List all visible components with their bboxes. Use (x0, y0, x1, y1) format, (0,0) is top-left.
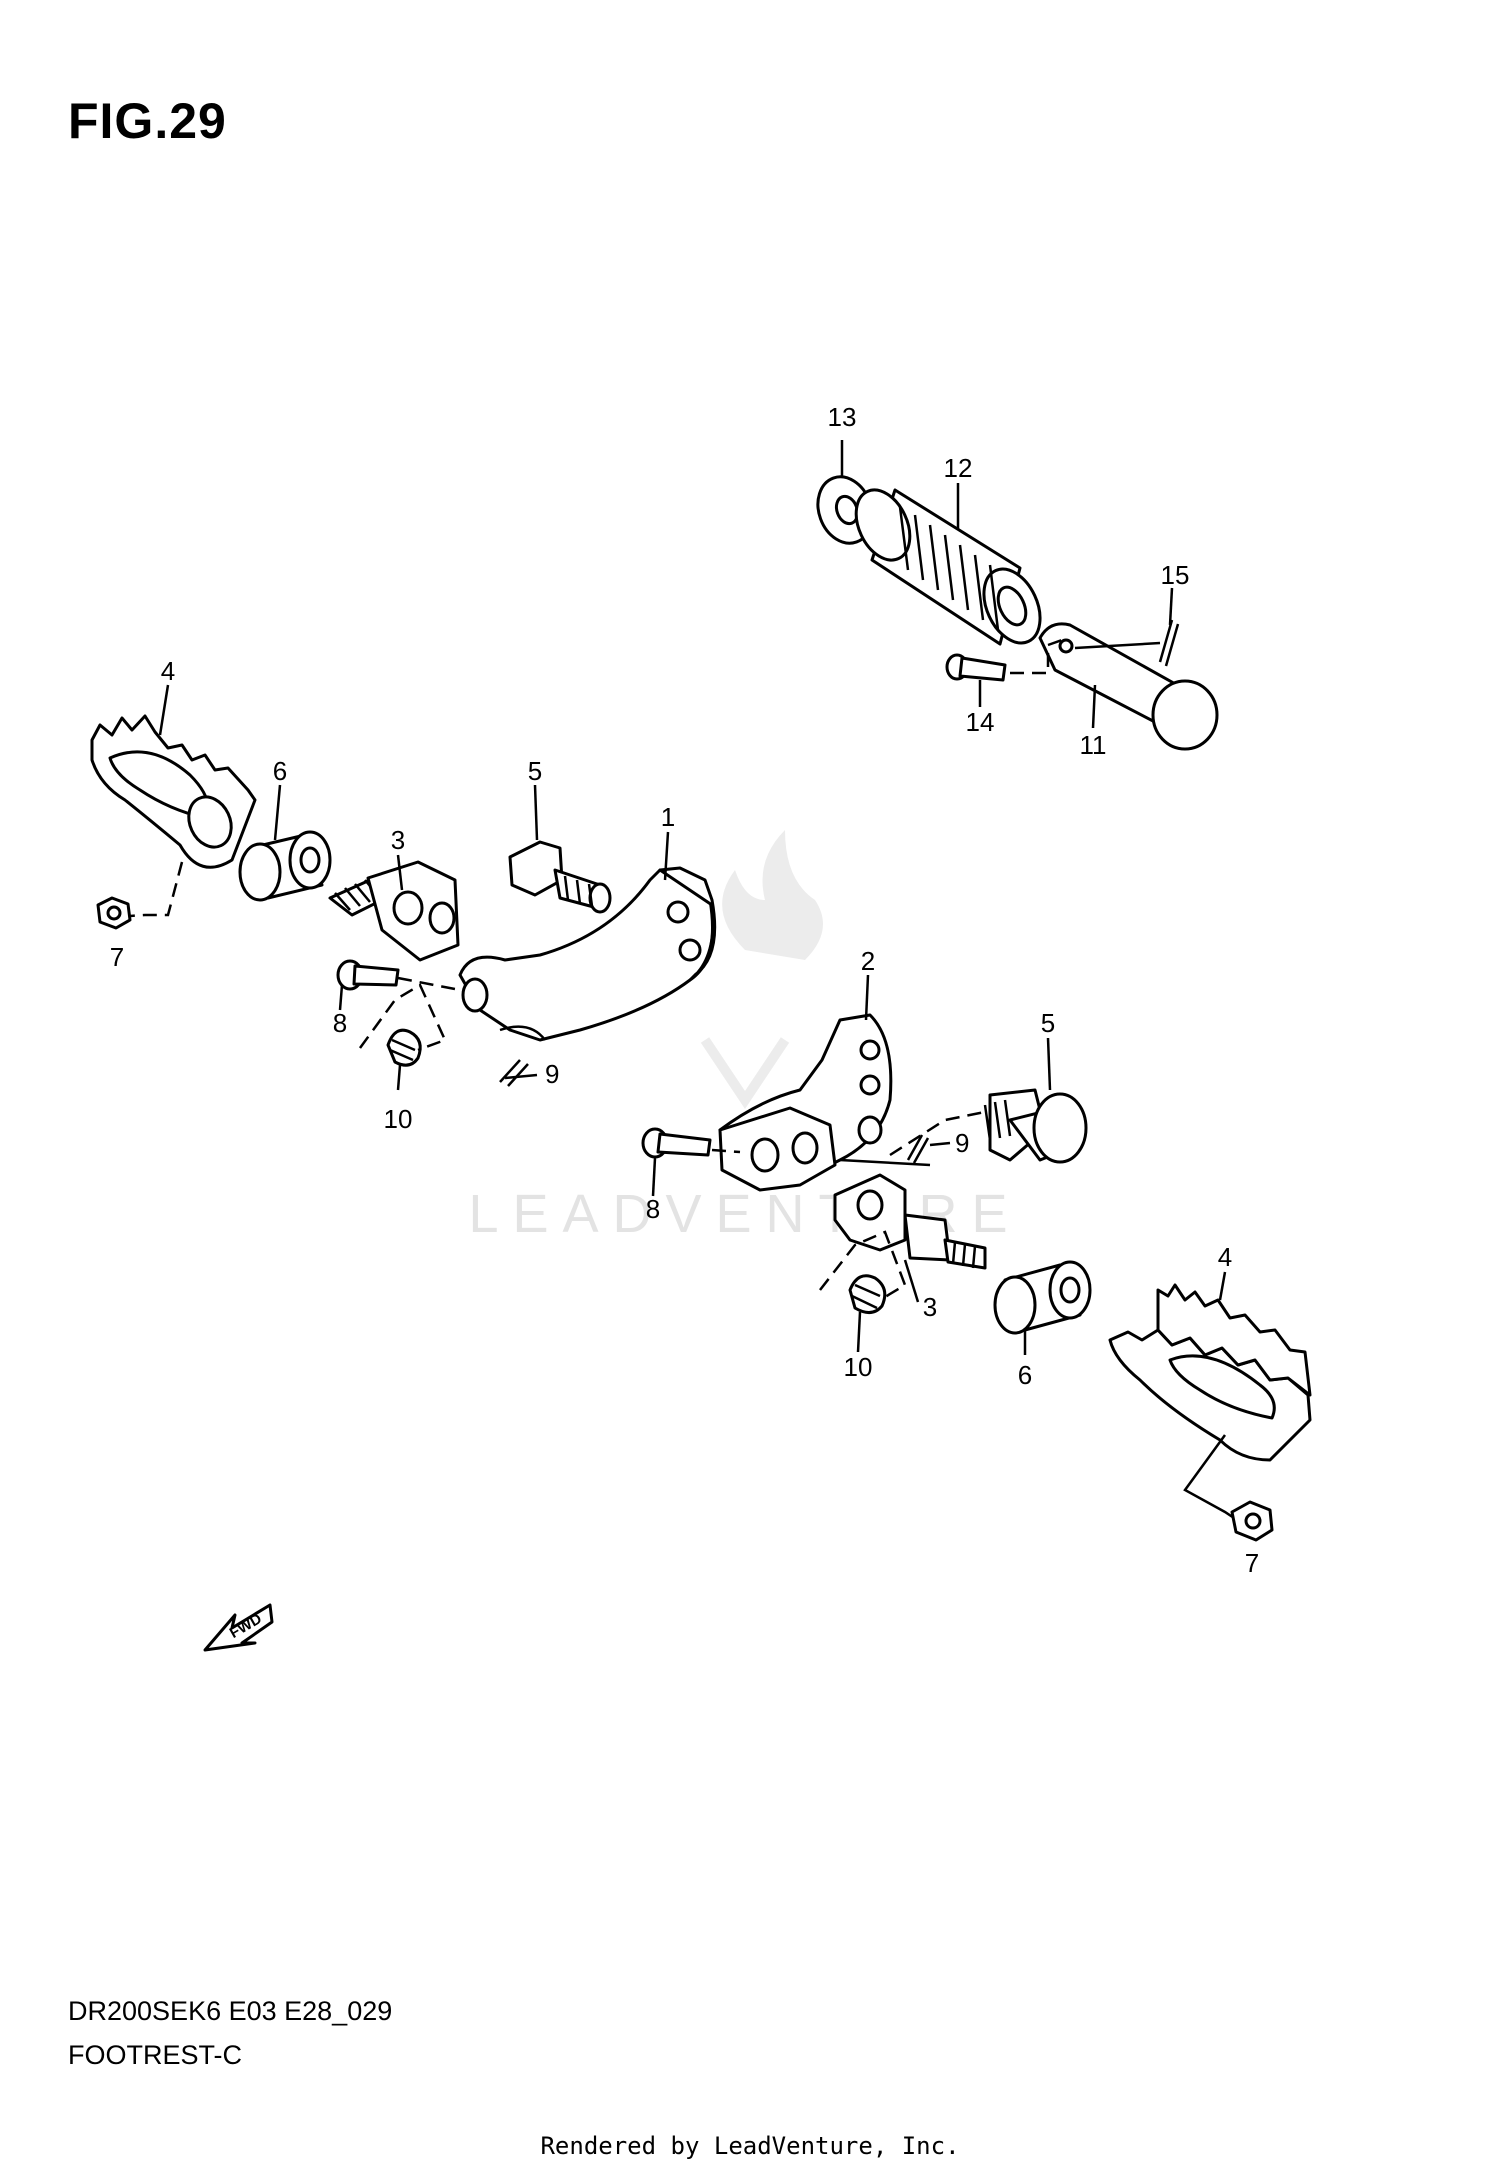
part-7-nut-right (1230, 1500, 1274, 1542)
callout-6-left: 6 (273, 756, 287, 786)
callout-10-right: 10 (844, 1352, 873, 1382)
callout-9-left: 9 (545, 1059, 559, 1089)
part-10-spring-right (848, 1274, 887, 1314)
section-name: FOOTREST-C (68, 2040, 242, 2070)
fwd-arrow-icon: FWD (203, 1603, 274, 1652)
part-4-footrest-left (90, 714, 257, 869)
leader-11-15 (1074, 641, 1161, 650)
callout-4-right: 4 (1218, 1242, 1232, 1272)
part-3-peg-bracket-right (718, 1106, 987, 1270)
callout-11: 11 (1080, 730, 1107, 760)
render-credit: Rendered by LeadVenture, Inc. (540, 2132, 960, 2160)
callout-1: 1 (661, 802, 675, 832)
callout-5-right: 5 (1041, 1008, 1055, 1038)
part-6-collar-right (993, 1260, 1092, 1335)
leader-9-right (839, 1158, 931, 1167)
leader-4-7-left (129, 861, 184, 918)
callout-9-right: 9 (955, 1128, 969, 1158)
callout-8-right: 8 (646, 1194, 660, 1224)
part-9-cotter-left (499, 1059, 529, 1087)
callout-2: 2 (861, 946, 875, 976)
callout-15: 15 (1161, 560, 1190, 590)
part-6-collar-left (238, 830, 332, 902)
part-5-bolt-right (983, 1088, 1088, 1164)
part-1-footrest-bracket-left (458, 866, 717, 1042)
callout-leaders (158, 440, 1227, 1355)
part-7-nut-left (96, 896, 132, 930)
part-12-peg-rubber (854, 488, 1042, 646)
callouts: 1 2 3 3 4 4 5 5 6 6 7 7 8 8 9 9 10 10 11… (110, 402, 1259, 1578)
part-5-bolt-left (508, 840, 612, 914)
part-10-spring-left (386, 1028, 422, 1067)
model-code: DR200SEK6 E03 E28_029 (68, 1996, 393, 2026)
callout-4-left: 4 (161, 656, 175, 686)
part-14-clevis-pin (945, 653, 1007, 682)
callout-3-right: 3 (923, 1292, 937, 1322)
callout-5-left: 5 (528, 756, 542, 786)
leader-8-1 (397, 976, 461, 992)
part-3-peg-bracket-left (328, 860, 460, 962)
callout-12: 12 (944, 453, 973, 483)
part-9-cotter-right (906, 1134, 930, 1164)
callout-7-right: 7 (1245, 1548, 1259, 1578)
callout-7-left: 7 (110, 942, 124, 972)
leader-5-2 (889, 1110, 986, 1157)
callout-10-left: 10 (384, 1104, 413, 1134)
part-8-pin-right (641, 1127, 712, 1159)
part-4-footrest-right (1108, 1283, 1312, 1462)
leader-10-left (358, 983, 447, 1052)
figure-title: FIG.29 (68, 93, 227, 149)
part-11-passenger-peg (1038, 622, 1219, 751)
part-15-cotter-pin (1158, 619, 1180, 667)
callout-6-right: 6 (1018, 1360, 1032, 1390)
callout-3-left: 3 (391, 825, 405, 855)
callout-13: 13 (828, 402, 857, 432)
callout-8-left: 8 (333, 1008, 347, 1038)
part-8-pin-left (336, 959, 400, 991)
leader-14-11 (1010, 638, 1063, 675)
leader-10-right (819, 1230, 907, 1302)
leader-8-2 (711, 1148, 741, 1154)
callout-14: 14 (966, 707, 995, 737)
